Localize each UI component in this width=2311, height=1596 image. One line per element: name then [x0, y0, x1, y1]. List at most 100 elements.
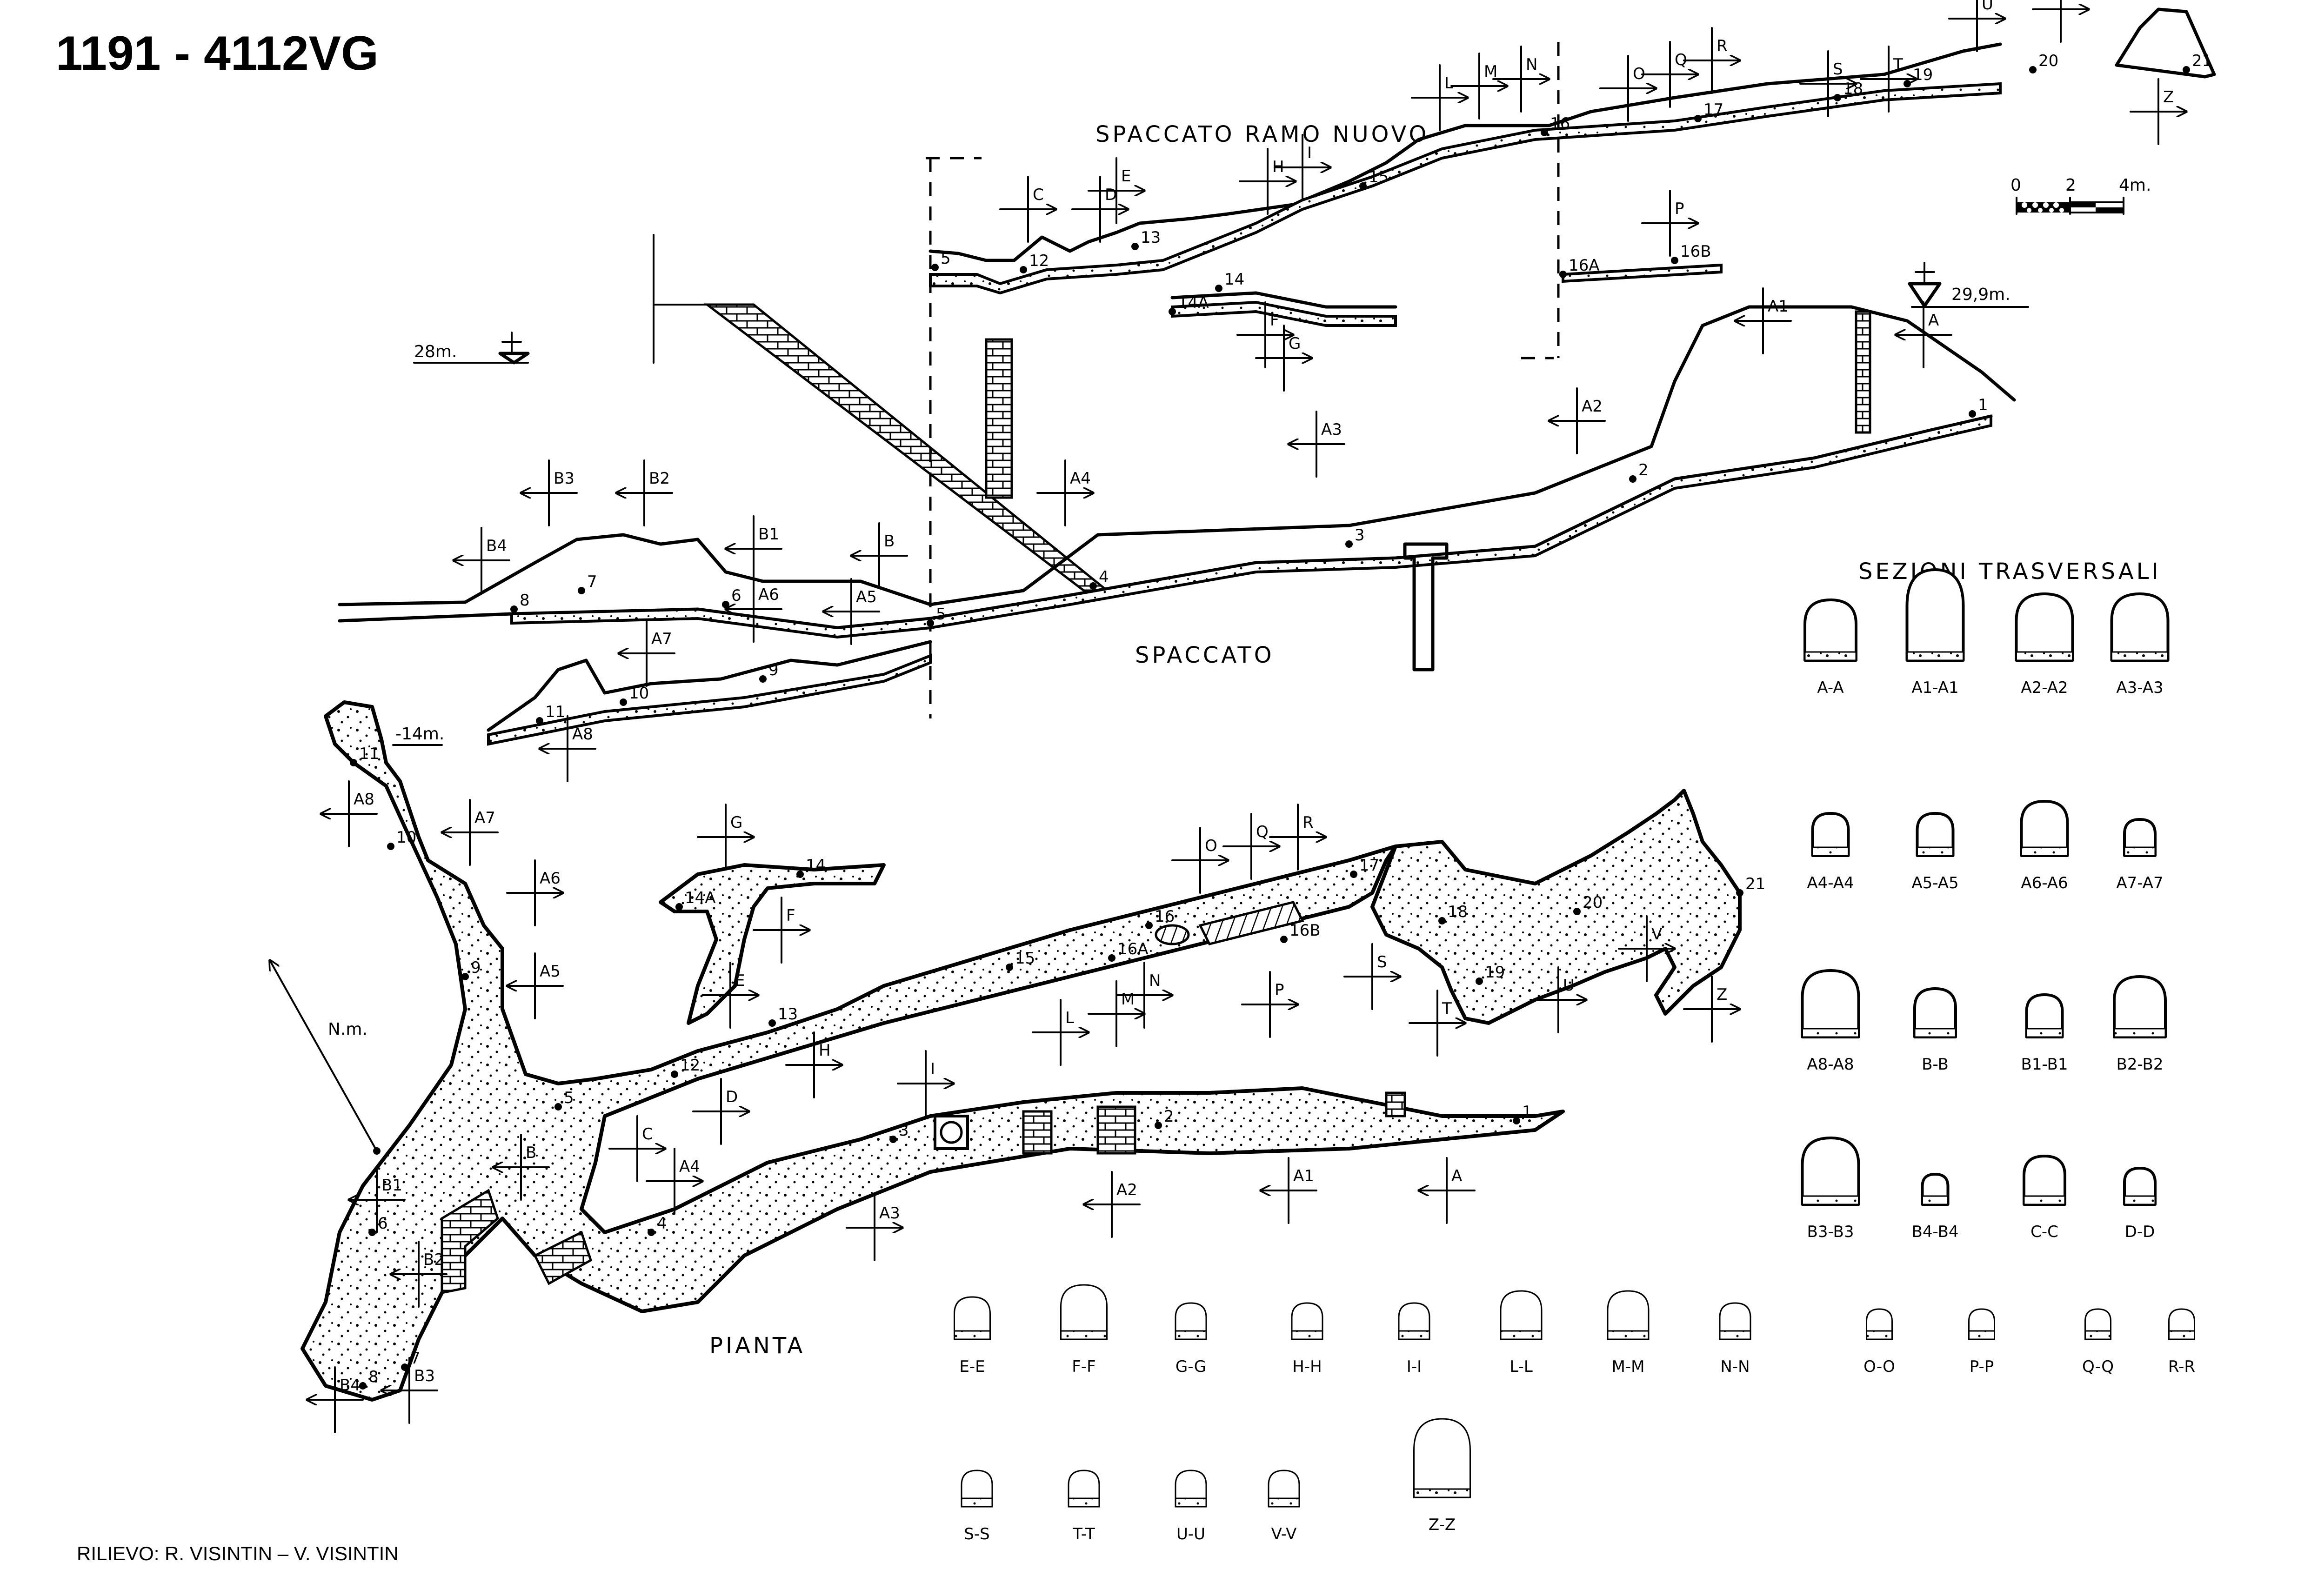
- section-marker-label: B2: [649, 469, 670, 488]
- survey-station: 4: [648, 1214, 667, 1236]
- cross-section-q-q: Q-Q: [2082, 1308, 2114, 1376]
- station-label: 10: [629, 684, 649, 703]
- section-marker-a2: A2: [1549, 387, 1606, 454]
- cross-section-label: P-P: [1970, 1357, 1994, 1376]
- cross-section-label: U-U: [1176, 1525, 1205, 1543]
- cross-section-d-d: D-D: [2123, 1167, 2157, 1241]
- cross-section-label: A7-A7: [2116, 874, 2163, 892]
- section-marker-d: D: [692, 1078, 749, 1145]
- survey-station: 5: [931, 249, 951, 271]
- section-marker-b2: B2: [616, 459, 673, 526]
- section-marker-e: E: [701, 962, 758, 1029]
- section-marker-q: Q: [1222, 813, 1279, 880]
- survey-station: 18: [1834, 80, 1863, 101]
- survey-station: 14A: [675, 889, 716, 911]
- cross-section-m-m: M-M: [1607, 1290, 1650, 1376]
- section-marker-label: B2: [423, 1250, 444, 1269]
- cross-section-b4-b4: B4-B4: [1912, 1173, 1958, 1241]
- survey-station: 20: [1573, 893, 1603, 915]
- survey-station: 16A: [1108, 940, 1149, 962]
- depth-mark-14m: -14m.: [392, 725, 444, 746]
- survey-station: 15: [1359, 168, 1389, 190]
- survey-station: 21: [2183, 52, 2212, 73]
- survey-station: 10: [387, 828, 416, 850]
- cross-section-label: A6-A6: [2021, 874, 2068, 892]
- north-arrow: N.m.: [270, 960, 381, 1155]
- section-marker-i: I: [897, 1050, 954, 1117]
- station-label: 17: [1703, 100, 1723, 119]
- section-marker-label: F: [786, 906, 795, 925]
- section-marker-a1: A1: [1261, 1157, 1317, 1224]
- cross-section-label: E-E: [959, 1357, 985, 1376]
- section-marker-u: U: [1530, 966, 1586, 1033]
- section-marker-m: M: [1088, 980, 1144, 1047]
- cross-section-label: A2-A2: [2021, 678, 2068, 697]
- section-marker-label: Z: [1717, 985, 1727, 1004]
- section-marker-a: A: [1419, 1157, 1476, 1224]
- datum-label: 29,9m.: [1951, 285, 2010, 304]
- station-label: 13: [1141, 228, 1161, 247]
- cross-section-f-f: F-F: [1060, 1284, 1108, 1376]
- section-marker-label: A3: [879, 1204, 900, 1223]
- section-marker-label: G: [730, 813, 742, 832]
- plan-title: PIANTA: [709, 1333, 805, 1359]
- survey-station: 17: [1694, 100, 1723, 122]
- cross-section-label: D-D: [2125, 1223, 2155, 1241]
- cross-section-label: N-N: [1720, 1357, 1750, 1376]
- section-marker-f: F: [753, 897, 809, 964]
- cross-section-b3-b3: B3-B3: [1801, 1137, 1860, 1241]
- section-marker-b: B: [851, 522, 908, 589]
- section-marker-label: B4: [340, 1376, 361, 1395]
- station-label: 18: [1843, 80, 1863, 98]
- section-marker-n: N: [1115, 962, 1172, 1029]
- cross-section-label: S-S: [964, 1525, 989, 1543]
- section-marker-m: M: [1450, 53, 1507, 120]
- section-marker-b1: B1: [349, 1166, 406, 1233]
- section-marker-label: A2: [1582, 397, 1603, 416]
- section-marker-n: N: [1492, 46, 1549, 113]
- survey-station: 9: [759, 661, 779, 683]
- section-marker-label: I: [1307, 144, 1312, 162]
- cross-section-label: A1-A1: [1911, 678, 1958, 697]
- section-marker-label: N: [1526, 55, 1537, 74]
- section-marker-label: H: [819, 1041, 831, 1060]
- survey-station: 19: [1476, 963, 1505, 985]
- section-marker-label: M: [1484, 62, 1497, 81]
- section-marker-z: Z: [2130, 78, 2186, 145]
- section-marker-label: V: [2065, 0, 2076, 4]
- cross-section-label: I-I: [1407, 1357, 1422, 1376]
- section-marker-a4: A4: [1036, 459, 1093, 526]
- section-marker-label: P: [1275, 981, 1284, 999]
- section-marker-label: D: [1105, 186, 1117, 204]
- section-marker-g: G: [697, 804, 754, 871]
- section-marker-label: E: [735, 971, 745, 990]
- cross-section-label: B-B: [1922, 1055, 1949, 1074]
- section-marker-label: O: [1205, 837, 1217, 855]
- survey-station: 11: [536, 703, 565, 725]
- cross-section-e-e: E-E: [954, 1296, 991, 1376]
- station-label: 10: [396, 828, 416, 847]
- cross-section-label: H-H: [1292, 1357, 1322, 1376]
- section-marker-u: U: [1948, 0, 2005, 52]
- section-marker-b3: B3: [521, 459, 578, 526]
- cross-section-g-g: G-G: [1175, 1302, 1207, 1376]
- section-marker-label: M: [1121, 990, 1135, 1009]
- cross-section-a1-a1: A1-A1: [1905, 568, 1965, 697]
- section-marker-c: C: [999, 176, 1056, 243]
- survey-station: 2: [1629, 461, 1649, 483]
- section-marker-h: H: [785, 1031, 842, 1098]
- section-marker-c: C: [608, 1115, 665, 1182]
- section-marker-s: S: [1799, 50, 1856, 117]
- survey-station: 16B: [1280, 921, 1321, 943]
- station-label: 11: [545, 703, 565, 721]
- section-marker-label: A5: [856, 588, 877, 606]
- cross-section-label: C-C: [2030, 1223, 2058, 1241]
- station-label: 12: [680, 1056, 700, 1075]
- cross-section-a8-a8: A8-A8: [1801, 969, 1860, 1074]
- survey-station: 1: [1969, 396, 1988, 418]
- survey-station: 1: [1513, 1103, 1532, 1124]
- cross-section-a7-a7: A7-A7: [2116, 818, 2164, 892]
- section-marker-label: U: [1563, 976, 1575, 995]
- cross-section-v-v: V-V: [1268, 1470, 1300, 1543]
